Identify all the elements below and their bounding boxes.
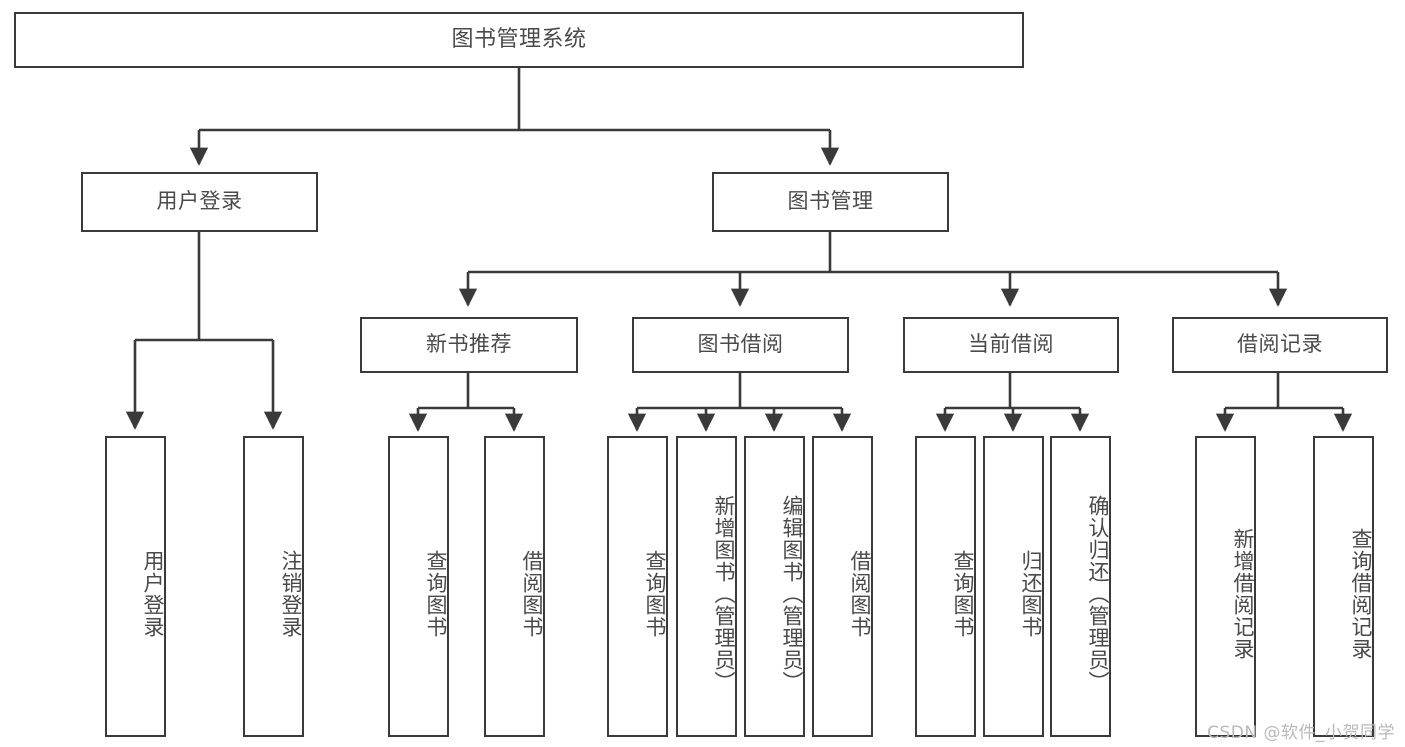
node-label: 图书借阅 [697, 332, 784, 357]
node-user-login[interactable]: 用户登录 [81, 172, 318, 232]
leaf-record-query-record[interactable]: 查询借阅记录 [1313, 436, 1374, 737]
leaf-label: 编辑图书（管理员） [780, 494, 804, 693]
leaf-label: 注销登录 [279, 549, 303, 638]
node-current-borrow[interactable]: 当前借阅 [903, 317, 1119, 373]
leaf-current-return-book[interactable]: 归还图书 [983, 436, 1044, 737]
leaf-label: 新增图书（管理员） [712, 494, 736, 693]
node-new-book-recommend[interactable]: 新书推荐 [360, 317, 578, 373]
leaf-current-confirm-return-admin[interactable]: 确认归还（管理员） [1050, 436, 1111, 737]
leaf-user-login-logout[interactable]: 注销登录 [243, 436, 304, 737]
leaf-borrow-borrow-book[interactable]: 借阅图书 [812, 436, 873, 737]
leaf-current-query-book[interactable]: 查询图书 [915, 436, 976, 737]
leaf-label: 查询图书 [424, 549, 448, 638]
leaf-label: 确认归还（管理员） [1086, 494, 1110, 693]
node-label: 当前借阅 [968, 332, 1054, 357]
node-root-book-management-system[interactable]: 图书管理系统 [14, 12, 1024, 68]
leaf-label: 归还图书 [1019, 549, 1043, 638]
leaf-label: 查询借阅记录 [1349, 527, 1373, 660]
leaf-new-book-query[interactable]: 查询图书 [388, 436, 449, 737]
node-book-management[interactable]: 图书管理 [712, 172, 949, 232]
leaf-label: 新增借阅记录 [1231, 527, 1255, 660]
leaf-label: 借阅图书 [520, 549, 544, 638]
leaf-user-login-login[interactable]: 用户登录 [105, 436, 166, 737]
leaf-label: 查询图书 [643, 549, 667, 638]
leaf-record-add-record[interactable]: 新增借阅记录 [1195, 436, 1256, 737]
leaf-label: 查询图书 [951, 549, 975, 638]
node-label: 图书管理系统 [451, 26, 587, 52]
node-label: 新书推荐 [426, 332, 512, 357]
csdn-watermark: CSDN @软件_小贺同学 [1207, 723, 1395, 743]
leaf-new-book-borrow[interactable]: 借阅图书 [484, 436, 545, 737]
node-book-borrow[interactable]: 图书借阅 [632, 317, 849, 373]
leaf-label: 用户登录 [141, 549, 165, 638]
node-label: 借阅记录 [1237, 332, 1323, 357]
node-borrow-record[interactable]: 借阅记录 [1172, 317, 1388, 373]
leaf-borrow-add-book-admin[interactable]: 新增图书（管理员） [676, 436, 737, 737]
leaf-borrow-edit-book-admin[interactable]: 编辑图书（管理员） [744, 436, 805, 737]
leaf-label: 借阅图书 [848, 549, 872, 638]
node-label: 图书管理 [787, 189, 874, 214]
leaf-borrow-query-book[interactable]: 查询图书 [607, 436, 668, 737]
node-label: 用户登录 [156, 189, 243, 214]
